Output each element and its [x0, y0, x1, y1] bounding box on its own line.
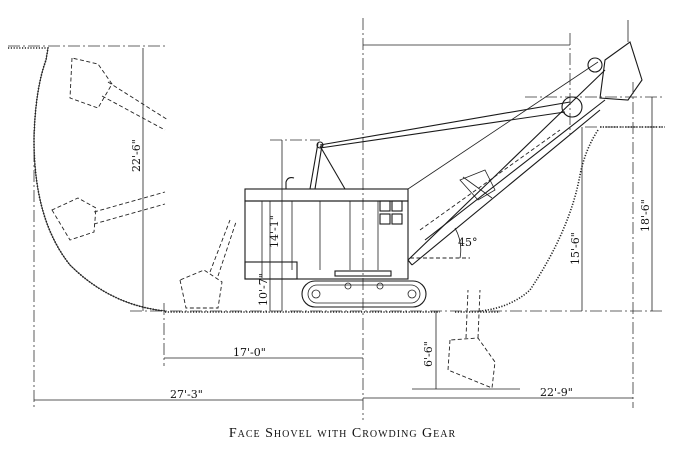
dim-top-reach [363, 33, 571, 135]
svg-text:10'-7": 10'-7" [257, 273, 270, 306]
dim-clearance-height: 10'-7" [257, 201, 271, 311]
ground-line [130, 310, 665, 313]
shovel-machine [244, 141, 427, 308]
right-bank [479, 96, 665, 312]
dim-cab-height: 14'-1" [268, 139, 320, 311]
svg-text:18'-6": 18'-6" [639, 199, 652, 232]
dim-max-radius-left: 27'-3" [33, 130, 363, 408]
svg-text:27'-3": 27'-3" [170, 388, 203, 401]
boom-angle-label: 45° [458, 236, 478, 249]
dim-reach-at-floor: 17'-0" [163, 303, 363, 366]
dim-max-radius-right: 22'-9" [363, 82, 634, 408]
svg-text:17'-0": 17'-0" [233, 346, 266, 359]
svg-text:6'-6": 6'-6" [422, 341, 435, 367]
dim-dump-height-right: 18'-6" [639, 97, 653, 311]
svg-text:22'-6": 22'-6" [130, 139, 143, 172]
svg-text:15'-6": 15'-6" [569, 232, 582, 265]
dim-max-dump-height: 22'-6" [130, 48, 144, 311]
left-dig-envelope [8, 45, 166, 312]
bucket-positions [51, 57, 496, 389]
figure-caption: Face Shovel with Crowding Gear [228, 426, 457, 441]
dim-dig-height-right: 15'-6" [569, 127, 583, 311]
boom [319, 20, 643, 266]
dim-dig-depth: 6'-6" [412, 311, 520, 390]
svg-text:14'-1": 14'-1" [268, 215, 281, 248]
svg-text:22'-9": 22'-9" [540, 386, 573, 399]
